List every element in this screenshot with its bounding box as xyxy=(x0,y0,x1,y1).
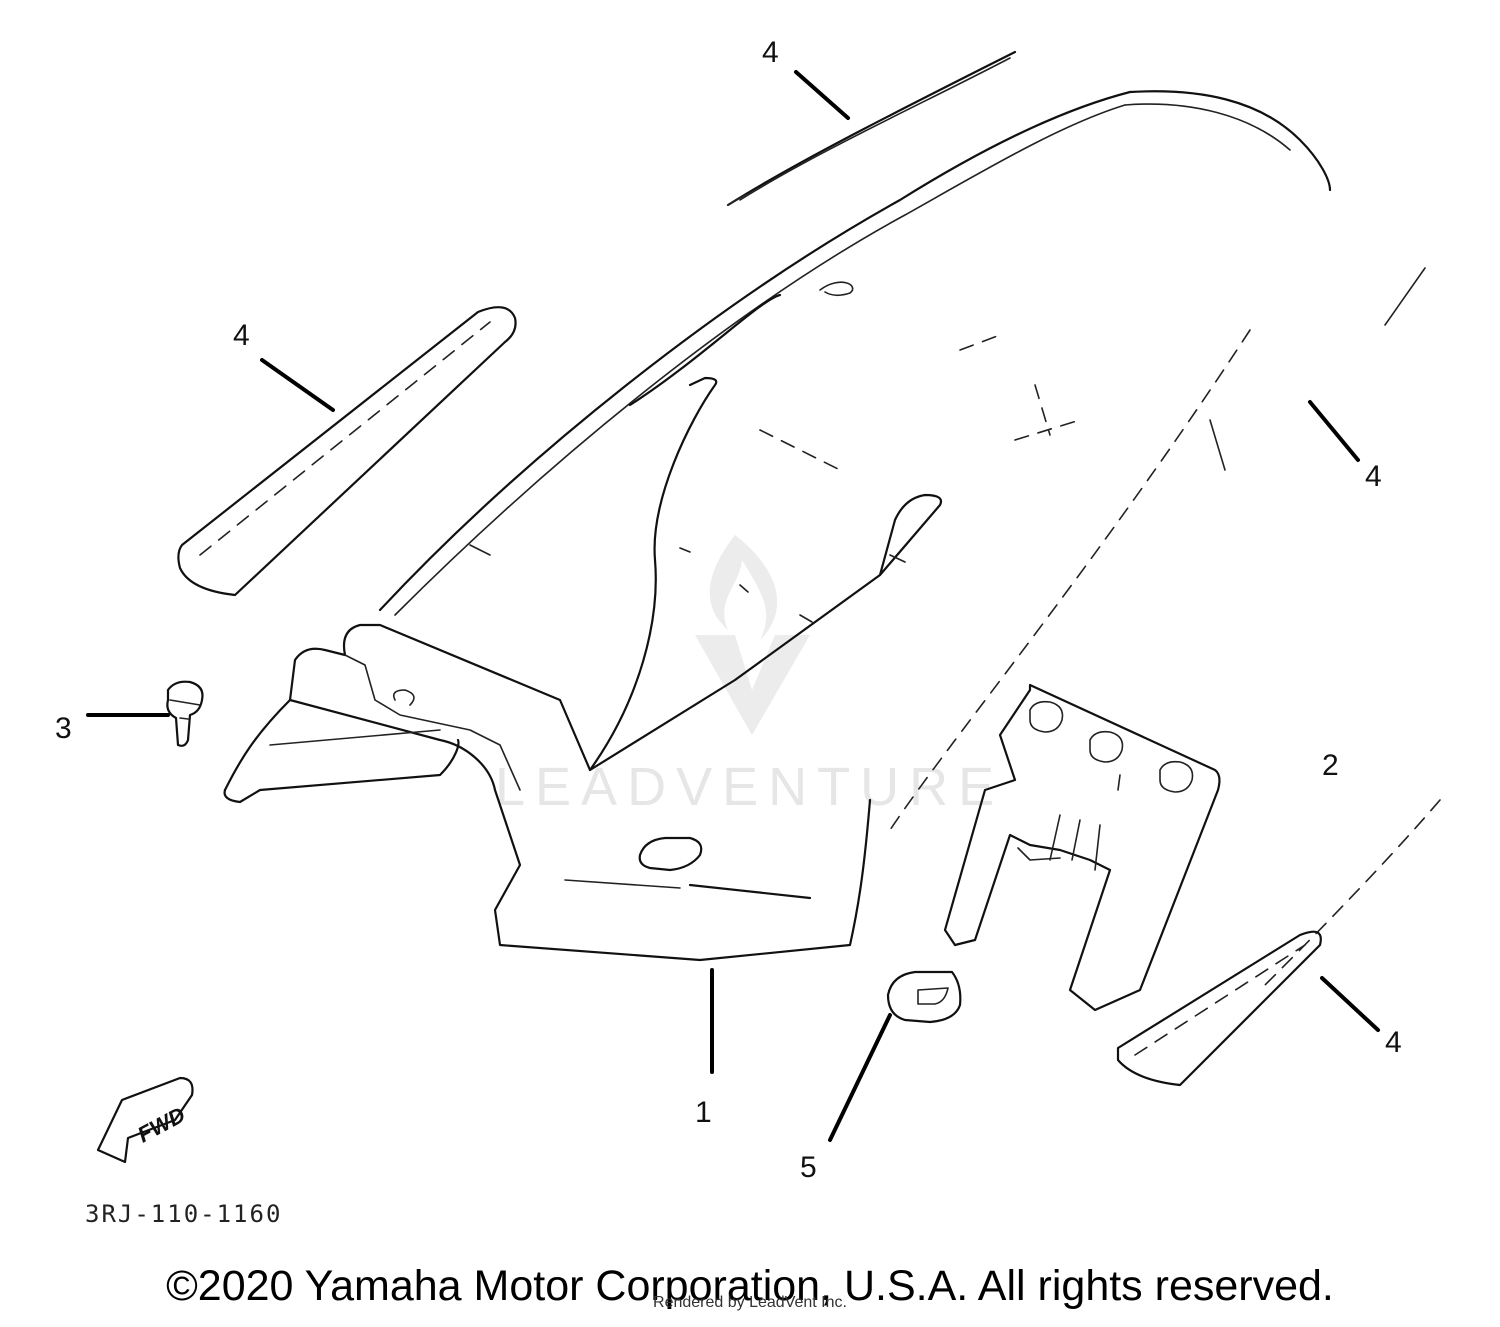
rear-fender xyxy=(378,90,1441,991)
diagram-code: 3RJ-110-1160 xyxy=(85,1200,282,1228)
grommet-part xyxy=(886,970,962,1024)
bolt-part xyxy=(166,680,204,747)
leader-line-5 xyxy=(828,1013,892,1142)
mud-guard-part xyxy=(223,376,943,962)
flame-logo-mark xyxy=(709,535,778,640)
callout-2: 2 xyxy=(1322,749,1339,782)
license-bracket xyxy=(943,683,1221,1012)
v-logo-mark xyxy=(695,635,810,735)
leader-line-4-top xyxy=(794,70,850,120)
forward-arrow-icon: FWD xyxy=(96,1076,194,1164)
watermark-text: LEADVENTURE xyxy=(495,757,1004,817)
leadventure-watermark: LEADVENTURE xyxy=(495,535,1004,817)
callout-4-right: 4 xyxy=(1365,460,1382,493)
callout-3: 3 xyxy=(55,712,72,745)
copyright-notice: ©2020 Yamaha Motor Corporation, U.S.A. A… xyxy=(166,1262,1334,1310)
bottom-right-emblem xyxy=(1116,930,1322,1087)
callout-4-bottom: 4 xyxy=(1385,1026,1402,1059)
rendered-by-note: Rendered by LeadVent Inc. xyxy=(653,1294,847,1311)
left-emblem-plate xyxy=(177,306,517,597)
top-emblem-strip xyxy=(726,50,1017,207)
callout-1: 1 xyxy=(695,1096,712,1129)
fwd-label: FWD xyxy=(133,1102,189,1148)
leader-line-4-right xyxy=(1308,400,1360,462)
callout-4-top: 4 xyxy=(762,36,779,69)
callout-5: 5 xyxy=(800,1151,817,1184)
callout-4-left: 4 xyxy=(233,319,250,352)
leader-line-4-bottom xyxy=(1320,976,1380,1032)
leader-line-4-left xyxy=(260,358,335,412)
